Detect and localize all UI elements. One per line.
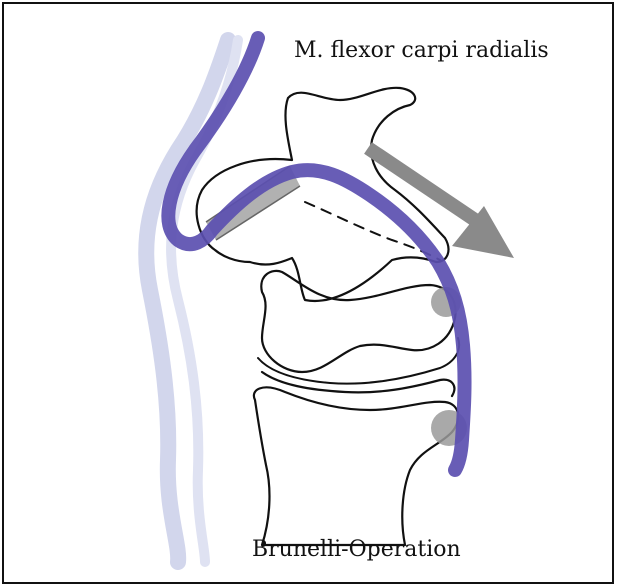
operation-label: Brunelli-Operation [252, 537, 461, 562]
muscle-label: M. flexor carpi radialis [294, 38, 549, 63]
joint-line-2 [258, 338, 459, 384]
bone-lower [254, 387, 458, 545]
bone-upper [197, 88, 449, 301]
